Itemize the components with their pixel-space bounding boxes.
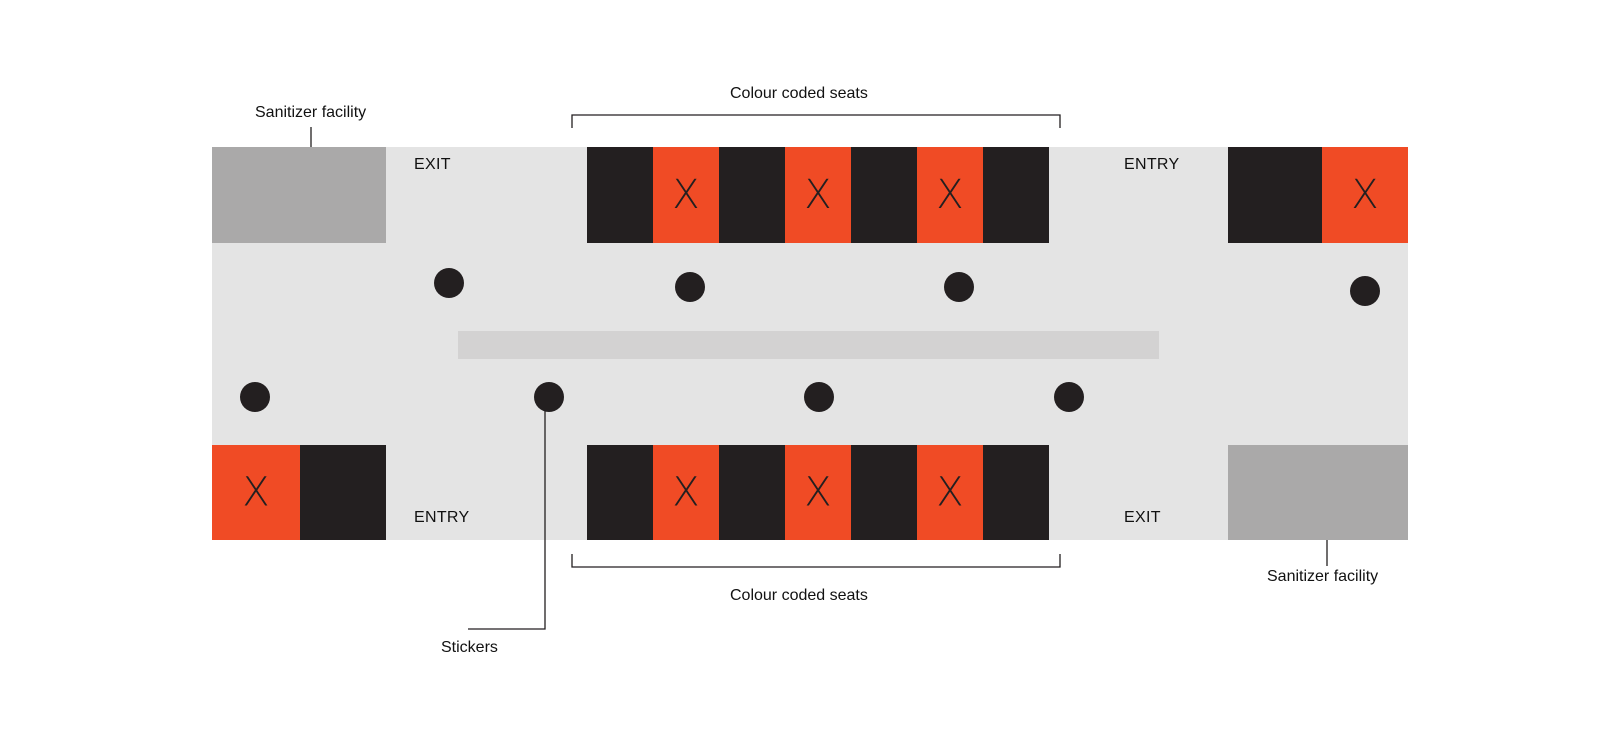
bracket-top-seats xyxy=(571,114,1061,128)
sticker xyxy=(944,272,974,302)
seat-open xyxy=(587,445,653,540)
sticker xyxy=(534,382,564,412)
seat-open xyxy=(587,147,653,243)
seat-blocked-mark: X xyxy=(672,470,699,516)
sticker xyxy=(804,382,834,412)
seat-blocked-mark: X xyxy=(242,470,269,516)
seat-blocked xyxy=(212,445,300,540)
seat-open xyxy=(300,445,386,540)
seats-label-top: Colour coded seats xyxy=(730,85,868,102)
sanitizer-label-top: Sanitizer facility xyxy=(255,104,367,121)
seat-blocked xyxy=(1322,147,1408,243)
entry-label-bottom: ENTRY xyxy=(414,509,470,526)
seat-blocked-mark: X xyxy=(672,172,699,218)
seat-open xyxy=(983,445,1049,540)
seat-blocked-mark: X xyxy=(1351,172,1378,218)
sanitizer-facility-top-left xyxy=(212,147,386,243)
seat-open xyxy=(983,147,1049,243)
seat-open xyxy=(719,445,785,540)
leader-stickers xyxy=(468,410,546,630)
seat-blocked xyxy=(917,445,983,540)
seat-blocked-mark: X xyxy=(804,172,831,218)
entry-label-top: ENTRY xyxy=(1124,156,1180,173)
sanitizer-label-bottom: Sanitizer facility xyxy=(1267,568,1379,585)
seat-blocked xyxy=(653,147,719,243)
exit-label-bottom: EXIT xyxy=(1124,509,1161,526)
seat-blocked xyxy=(785,445,851,540)
seat-blocked-mark: X xyxy=(936,172,963,218)
sticker xyxy=(240,382,270,412)
sticker-group xyxy=(240,268,1380,412)
seat-group-top-right: X xyxy=(1228,147,1408,243)
seat-group-bottom-left: X xyxy=(212,445,386,540)
seat-blocked-mark: X xyxy=(804,470,831,516)
sanitizer-facility-bottom-right xyxy=(1228,445,1408,540)
seat-open xyxy=(719,147,785,243)
bracket-bottom-seats xyxy=(571,554,1061,568)
seat-open xyxy=(1228,147,1322,243)
sticker xyxy=(675,272,705,302)
sticker xyxy=(434,268,464,298)
stickers-label: Stickers xyxy=(441,639,498,656)
seat-blocked xyxy=(917,147,983,243)
seats-label-bottom: Colour coded seats xyxy=(730,587,868,604)
sticker xyxy=(1350,276,1380,306)
seat-open xyxy=(851,445,917,540)
sticker xyxy=(1054,382,1084,412)
seat-blocked-mark: X xyxy=(936,470,963,516)
seat-blocked xyxy=(653,445,719,540)
exit-label-top: EXIT xyxy=(414,156,451,173)
seat-open xyxy=(851,147,917,243)
seat-blocked xyxy=(785,147,851,243)
aisle-divider xyxy=(458,331,1159,359)
